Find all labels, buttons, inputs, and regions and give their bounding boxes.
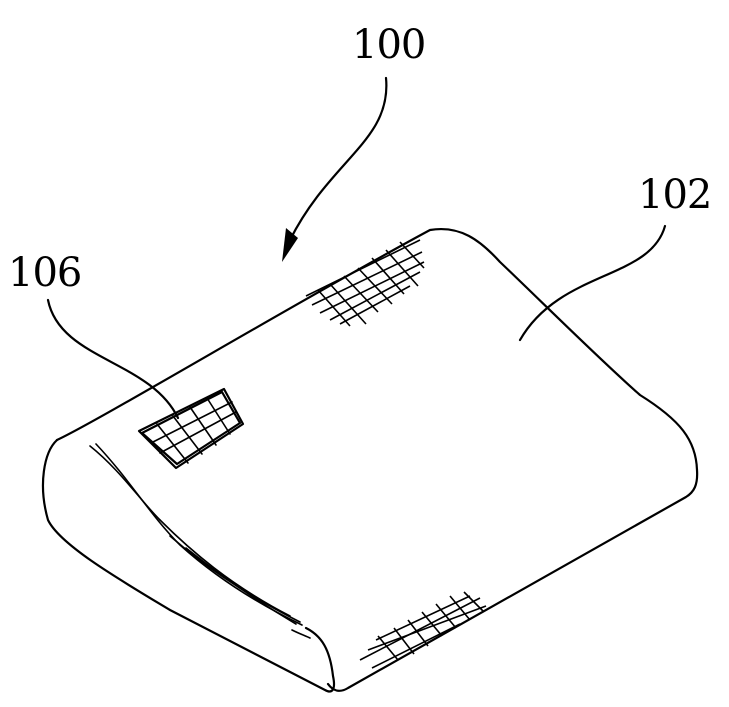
label-102: 102 [638, 172, 711, 218]
control-panel-106 [137, 387, 245, 470]
pillow-body [41, 227, 699, 693]
label-100: 100 [352, 22, 425, 68]
leader-102 [518, 224, 667, 342]
fabric-texture-top [305, 239, 425, 327]
label-106: 106 [8, 250, 81, 296]
arrow-100-icon [282, 76, 388, 262]
leader-106 [46, 298, 180, 420]
fabric-texture-bottom [359, 591, 487, 669]
